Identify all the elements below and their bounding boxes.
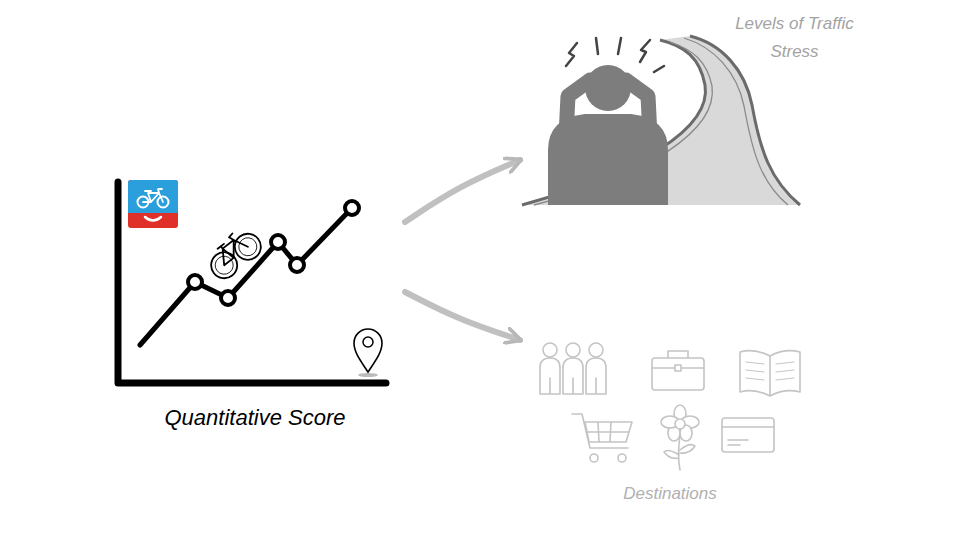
pin-hole [363,337,373,347]
bike-frame [212,231,248,265]
pin-shadow [358,373,378,377]
person-outline [589,343,603,357]
road-edge [690,36,800,205]
score-point [290,258,304,272]
cart-wheel [590,454,598,462]
road-edge [684,38,788,205]
score-chart [118,180,386,383]
score-line [140,208,352,345]
destinations-panel: Destinations [520,330,820,512]
score-point [271,235,285,249]
briefcase-icon [652,351,704,390]
panel-label: Levels of Traffic Stress [712,10,877,66]
stressed-person [548,38,668,205]
road-edge [534,42,712,205]
briefcase-handle [668,351,688,358]
people-icon [540,343,606,394]
flower-icon [661,405,699,470]
stress-panel: Levels of Traffic Stress [520,10,880,208]
person-outline [566,343,580,357]
pin-outline [354,329,382,372]
flower-stem [664,436,695,470]
cart-wheel [618,454,626,462]
cart-outline [572,414,632,448]
app-bike-frame [143,189,163,202]
road-surface [522,36,800,205]
book-outline [740,351,800,396]
panel-label: Destinations [520,482,820,506]
score-points [188,201,359,305]
score-point [221,291,235,305]
person-outline [563,358,583,394]
person-outline [586,358,606,394]
app-icon-base [128,180,178,228]
bicycle-icon [202,223,266,283]
briefcase-clasp [675,365,681,371]
score-point [345,201,359,215]
chart-axes [118,182,386,383]
location-pin [354,329,382,377]
app-smile [145,217,161,221]
cart-icon [572,414,632,462]
card-lines [722,427,774,445]
destination-icons [540,343,800,470]
person-outline [540,358,560,394]
sketch-arrow [405,292,520,340]
road-illustration [522,36,800,205]
flower-center [675,419,685,429]
sketch-arrow [405,160,520,222]
score-panel: Quantitative Score [105,175,405,437]
person-arms [566,80,650,136]
briefcase-body [652,358,704,390]
score-point [188,275,202,289]
bike-share-app-icon [128,180,178,228]
stress-marks [566,38,664,72]
app-icon-top [128,192,178,213]
person-head [585,65,631,111]
credit-card-icon [722,418,774,452]
panel-label: Quantitative Score [105,405,405,431]
road-edge [522,40,705,205]
person-outline [543,343,557,357]
card-outline [722,418,774,452]
book-icon [740,351,800,396]
book-lines [746,362,794,380]
